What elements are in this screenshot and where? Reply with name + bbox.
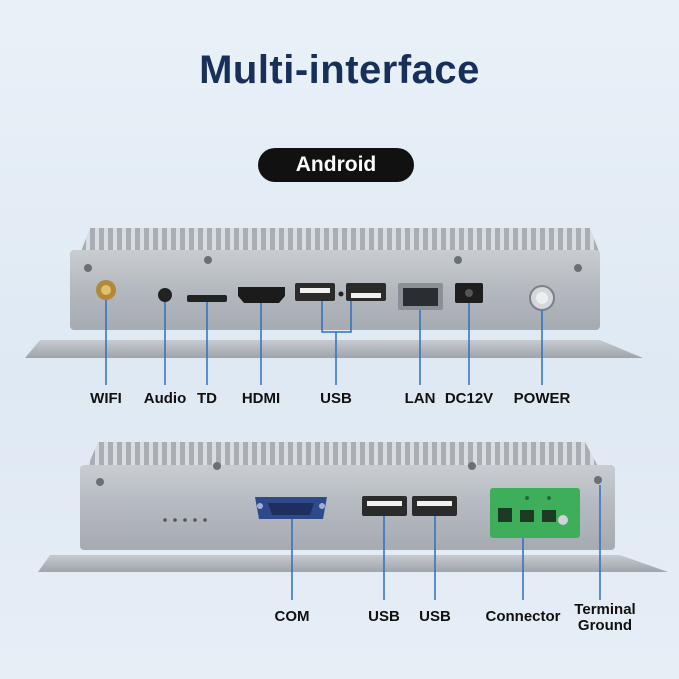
dc-power-jack-icon [455, 283, 483, 303]
label-terminal: Terminal [574, 601, 636, 618]
com-port-icon [255, 497, 327, 519]
top-callout-lines [105, 300, 543, 385]
label-usb-bottom-2: USB [419, 608, 451, 625]
label-hdmi: HDMI [241, 390, 281, 407]
os-badge-label: Android [295, 153, 377, 176]
screw-icon [468, 462, 476, 470]
usb-port-icon [362, 496, 407, 516]
label-com: COM [274, 608, 310, 625]
bottom-callout-lines [291, 485, 601, 600]
terminal-block-connector-icon [490, 488, 580, 538]
lan-port-icon [398, 283, 443, 310]
label-power: POWER [513, 390, 571, 407]
screw-icon [204, 256, 212, 264]
screw-icon [454, 256, 462, 264]
power-button-icon [529, 285, 555, 311]
screw-icon [213, 462, 221, 470]
label-lan: LAN [404, 390, 436, 407]
top-panel-flange [25, 340, 643, 358]
wifi-antenna-port-icon [96, 280, 116, 300]
bottom-panel-flange [38, 555, 668, 572]
label-td: TD [197, 390, 217, 407]
usb-port-icon [412, 496, 457, 516]
bottom-panel-body [80, 465, 615, 550]
hdmi-port-icon [238, 287, 285, 303]
screw-icon [96, 478, 104, 486]
label-dc12v: DC12V [444, 390, 494, 407]
screw-icon [84, 264, 92, 272]
top-panel [25, 228, 643, 358]
os-badge: Android [258, 148, 414, 182]
label-connector: Connector [485, 608, 561, 625]
tf-card-slot-icon [187, 295, 227, 302]
usb-port-icon [295, 283, 335, 301]
label-usb-top: USB [320, 390, 352, 407]
top-panel-fins [80, 228, 600, 254]
led-indicator-row-icon [163, 518, 207, 522]
label-wifi: WIFI [90, 390, 122, 407]
page-title: Multi-interface [199, 48, 480, 92]
audio-jack-icon [158, 288, 172, 302]
label-audio: Audio [143, 390, 187, 407]
label-ground: Ground [577, 617, 633, 634]
label-terminal-ground: Terminal Ground [566, 602, 644, 634]
usb-port-icon [346, 283, 386, 301]
screw-icon [574, 264, 582, 272]
label-usb-bottom-1: USB [368, 608, 400, 625]
ground-screw-icon [594, 476, 602, 484]
bottom-panel [38, 442, 668, 572]
indicator-dot [338, 291, 344, 297]
